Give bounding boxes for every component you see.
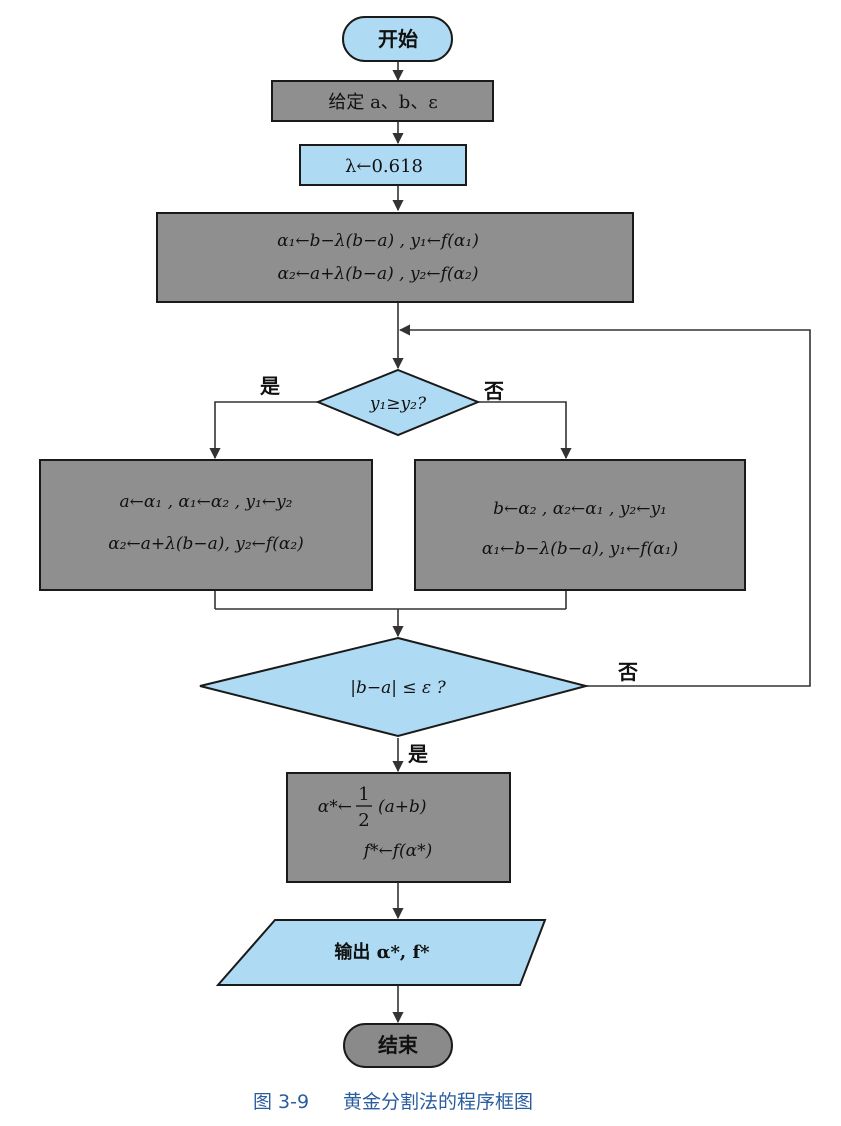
figure-caption: 图 3-9 黄金分割法的程序框图: [253, 1091, 533, 1113]
left-line-2: α₂←a+λ(b−a), y₂←f(α₂): [108, 534, 304, 554]
decision2-yes-label: 是: [407, 742, 428, 766]
caption-figure-number: 图 3-9: [253, 1091, 309, 1113]
lambda-label: λ←0.618: [345, 156, 423, 177]
result-node: α*← 1 2 (a+b) f*←f(α*): [286, 772, 511, 883]
right-line-2: α₁←b−λ(b−a), y₁←f(α₁): [482, 539, 678, 559]
input-node: 给定 a、b、ε: [271, 80, 494, 122]
result-line-1-lhs: α*←: [318, 797, 352, 817]
right-line-1: b←α₂ , α₂←α₁ , y₂←y₁: [493, 499, 667, 519]
left-line-1: a←α₁ , α₁←α₂ , y₁←y₂: [119, 492, 292, 512]
decision1-no-label: 否: [483, 379, 504, 403]
lambda-node: λ←0.618: [299, 144, 467, 186]
decision1-yes-label: 是: [259, 374, 280, 398]
arrow-loop-back: [398, 324, 811, 687]
right-update-node: b←α₂ , α₂←α₁ , y₂←y₁ α₁←b−λ(b−a), y₁←f(α…: [414, 459, 746, 591]
decision2-no-label: 否: [617, 660, 638, 684]
output-label: 输出 α*, f*: [334, 941, 430, 963]
result-fraction-numerator: 1: [358, 784, 369, 805]
left-update-node: a←α₁ , α₁←α₂ , y₁←y₂ α₂←a+λ(b−a), y₂←f(α…: [39, 459, 373, 591]
init-line-2: α₂←a+λ(b−a) , y₂←f(α₂): [278, 264, 479, 284]
output-node: 输出 α*, f*: [215, 919, 547, 986]
start-node: 开始: [342, 16, 453, 62]
result-fraction-denominator: 2: [358, 810, 369, 831]
end-node: 结束: [343, 1023, 453, 1068]
start-label: 开始: [378, 27, 418, 51]
decision2-node: |b−a| ≤ ε ? 否 是: [199, 636, 638, 766]
decision2-label: |b−a| ≤ ε ?: [350, 678, 446, 698]
caption-title: 黄金分割法的程序框图: [343, 1091, 533, 1113]
connectors: [209, 62, 811, 1024]
input-label: 给定 a、b、ε: [328, 92, 437, 113]
init-line-1: α₁←b−λ(b−a) , y₁←f(α₁): [277, 231, 479, 251]
init-node: α₁←b−λ(b−a) , y₁←f(α₁) α₂←a+λ(b−a) , y₂←…: [156, 212, 634, 303]
arrow-decision1-yes: [209, 401, 318, 460]
end-label: 结束: [378, 1033, 419, 1057]
result-line-1-rhs: (a+b): [378, 797, 427, 817]
result-line-2: f*←f(α*): [362, 841, 433, 861]
arrow-decision1-no: [478, 401, 572, 460]
decision1-node: y₁≥y₂? 是 否: [259, 368, 504, 437]
decision1-label: y₁≥y₂?: [369, 394, 427, 414]
